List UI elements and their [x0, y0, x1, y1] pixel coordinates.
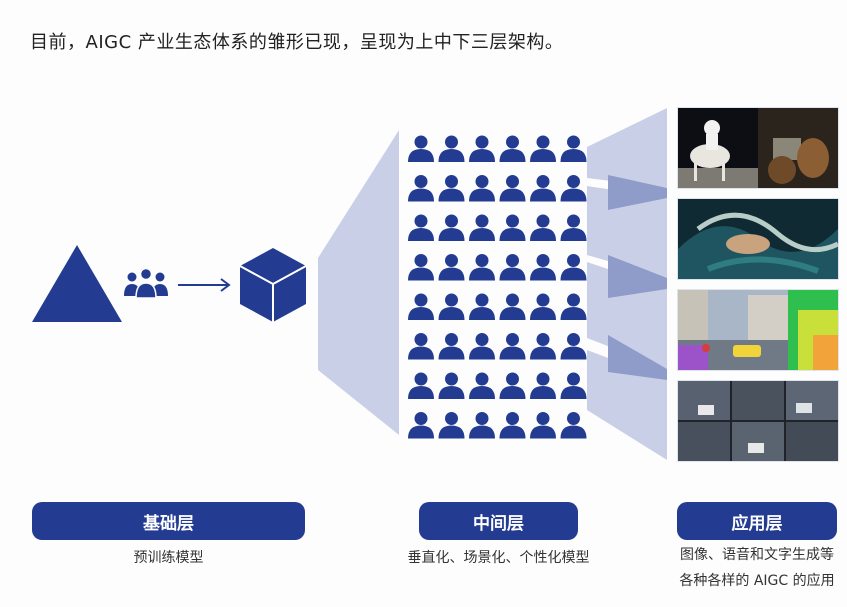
person-icon — [530, 293, 556, 320]
astronaut-horse-image — [677, 107, 839, 189]
layer-caption-base: 预训练模型 — [32, 547, 305, 567]
person-icon — [469, 214, 495, 241]
layer-pill-middle-label: 中间层 — [473, 513, 524, 534]
layer-pill-base-label: 基础层 — [143, 513, 194, 534]
person-icon — [408, 254, 434, 281]
cube-icon — [239, 248, 307, 322]
person-icon — [438, 254, 465, 281]
person-icon — [438, 175, 465, 202]
person-icon — [499, 214, 526, 241]
person-icon — [469, 135, 495, 162]
headline: 目前，AIGC 产业生态体系的雏形已现，呈现为上中下三层架构。 — [30, 32, 564, 53]
person-icon — [469, 293, 495, 320]
person-icon — [560, 412, 587, 439]
person-icon — [560, 135, 587, 162]
caption-line: 各种各样的 AIGC 的应用 — [679, 573, 835, 589]
person-icon — [560, 175, 587, 202]
person-icon — [530, 214, 556, 241]
person-icon — [408, 214, 434, 241]
person-icon — [499, 175, 526, 202]
caption-line: 垂直化、场景化、个性化模型 — [407, 550, 590, 566]
arrow-right-icon — [178, 278, 231, 292]
person-icon — [408, 372, 434, 399]
abstract-swirl-image — [677, 198, 839, 280]
people-grid — [408, 135, 587, 439]
layer-caption-middle: 垂直化、场景化、个性化模型 — [380, 547, 617, 567]
person-icon — [438, 372, 465, 399]
person-icon — [438, 293, 465, 320]
person-icon — [499, 254, 526, 281]
person-icon — [560, 293, 587, 320]
person-icon — [530, 175, 556, 202]
person-icon — [438, 333, 465, 360]
person-icon — [530, 333, 556, 360]
person-icon — [499, 333, 526, 360]
person-icon — [469, 333, 495, 360]
person-icon — [530, 254, 556, 281]
person-icon — [469, 175, 495, 202]
person-icon — [469, 372, 495, 399]
person-icon — [560, 333, 587, 360]
layer-pill-middle: 中间层 — [419, 502, 578, 540]
person-icon — [408, 412, 434, 439]
person-icon — [438, 214, 465, 241]
caption-line: 预训练模型 — [133, 550, 204, 566]
person-icon — [499, 293, 526, 320]
layer-caption-application: 图像、语音和文字生成等 各种各样的 AIGC 的应用 — [662, 542, 847, 594]
person-icon — [530, 412, 556, 439]
layer-pill-application: 应用层 — [677, 502, 837, 540]
street-scene-image — [677, 289, 839, 371]
people-group-icon — [124, 267, 168, 299]
layer-pill-application-label: 应用层 — [731, 513, 783, 534]
person-icon — [469, 412, 495, 439]
person-icon — [408, 175, 434, 202]
person-icon — [560, 254, 587, 281]
person-icon — [438, 412, 465, 439]
architecture-diagram — [32, 108, 667, 460]
driving-dashcam-image — [677, 380, 839, 462]
person-icon — [408, 333, 434, 360]
person-icon — [560, 372, 587, 399]
person-icon — [530, 372, 556, 399]
person-icon — [469, 254, 495, 281]
triangle-icon — [32, 245, 122, 322]
person-icon — [499, 135, 526, 162]
person-icon — [438, 135, 465, 162]
person-icon — [560, 214, 587, 241]
left-funnel — [318, 130, 399, 435]
person-icon — [499, 372, 526, 399]
person-icon — [530, 135, 556, 162]
person-icon — [408, 135, 434, 162]
right-funnels — [587, 108, 667, 460]
person-icon — [408, 293, 434, 320]
caption-line: 图像、语音和文字生成等 — [680, 547, 834, 563]
person-icon — [499, 412, 526, 439]
layer-pill-base: 基础层 — [32, 502, 305, 540]
